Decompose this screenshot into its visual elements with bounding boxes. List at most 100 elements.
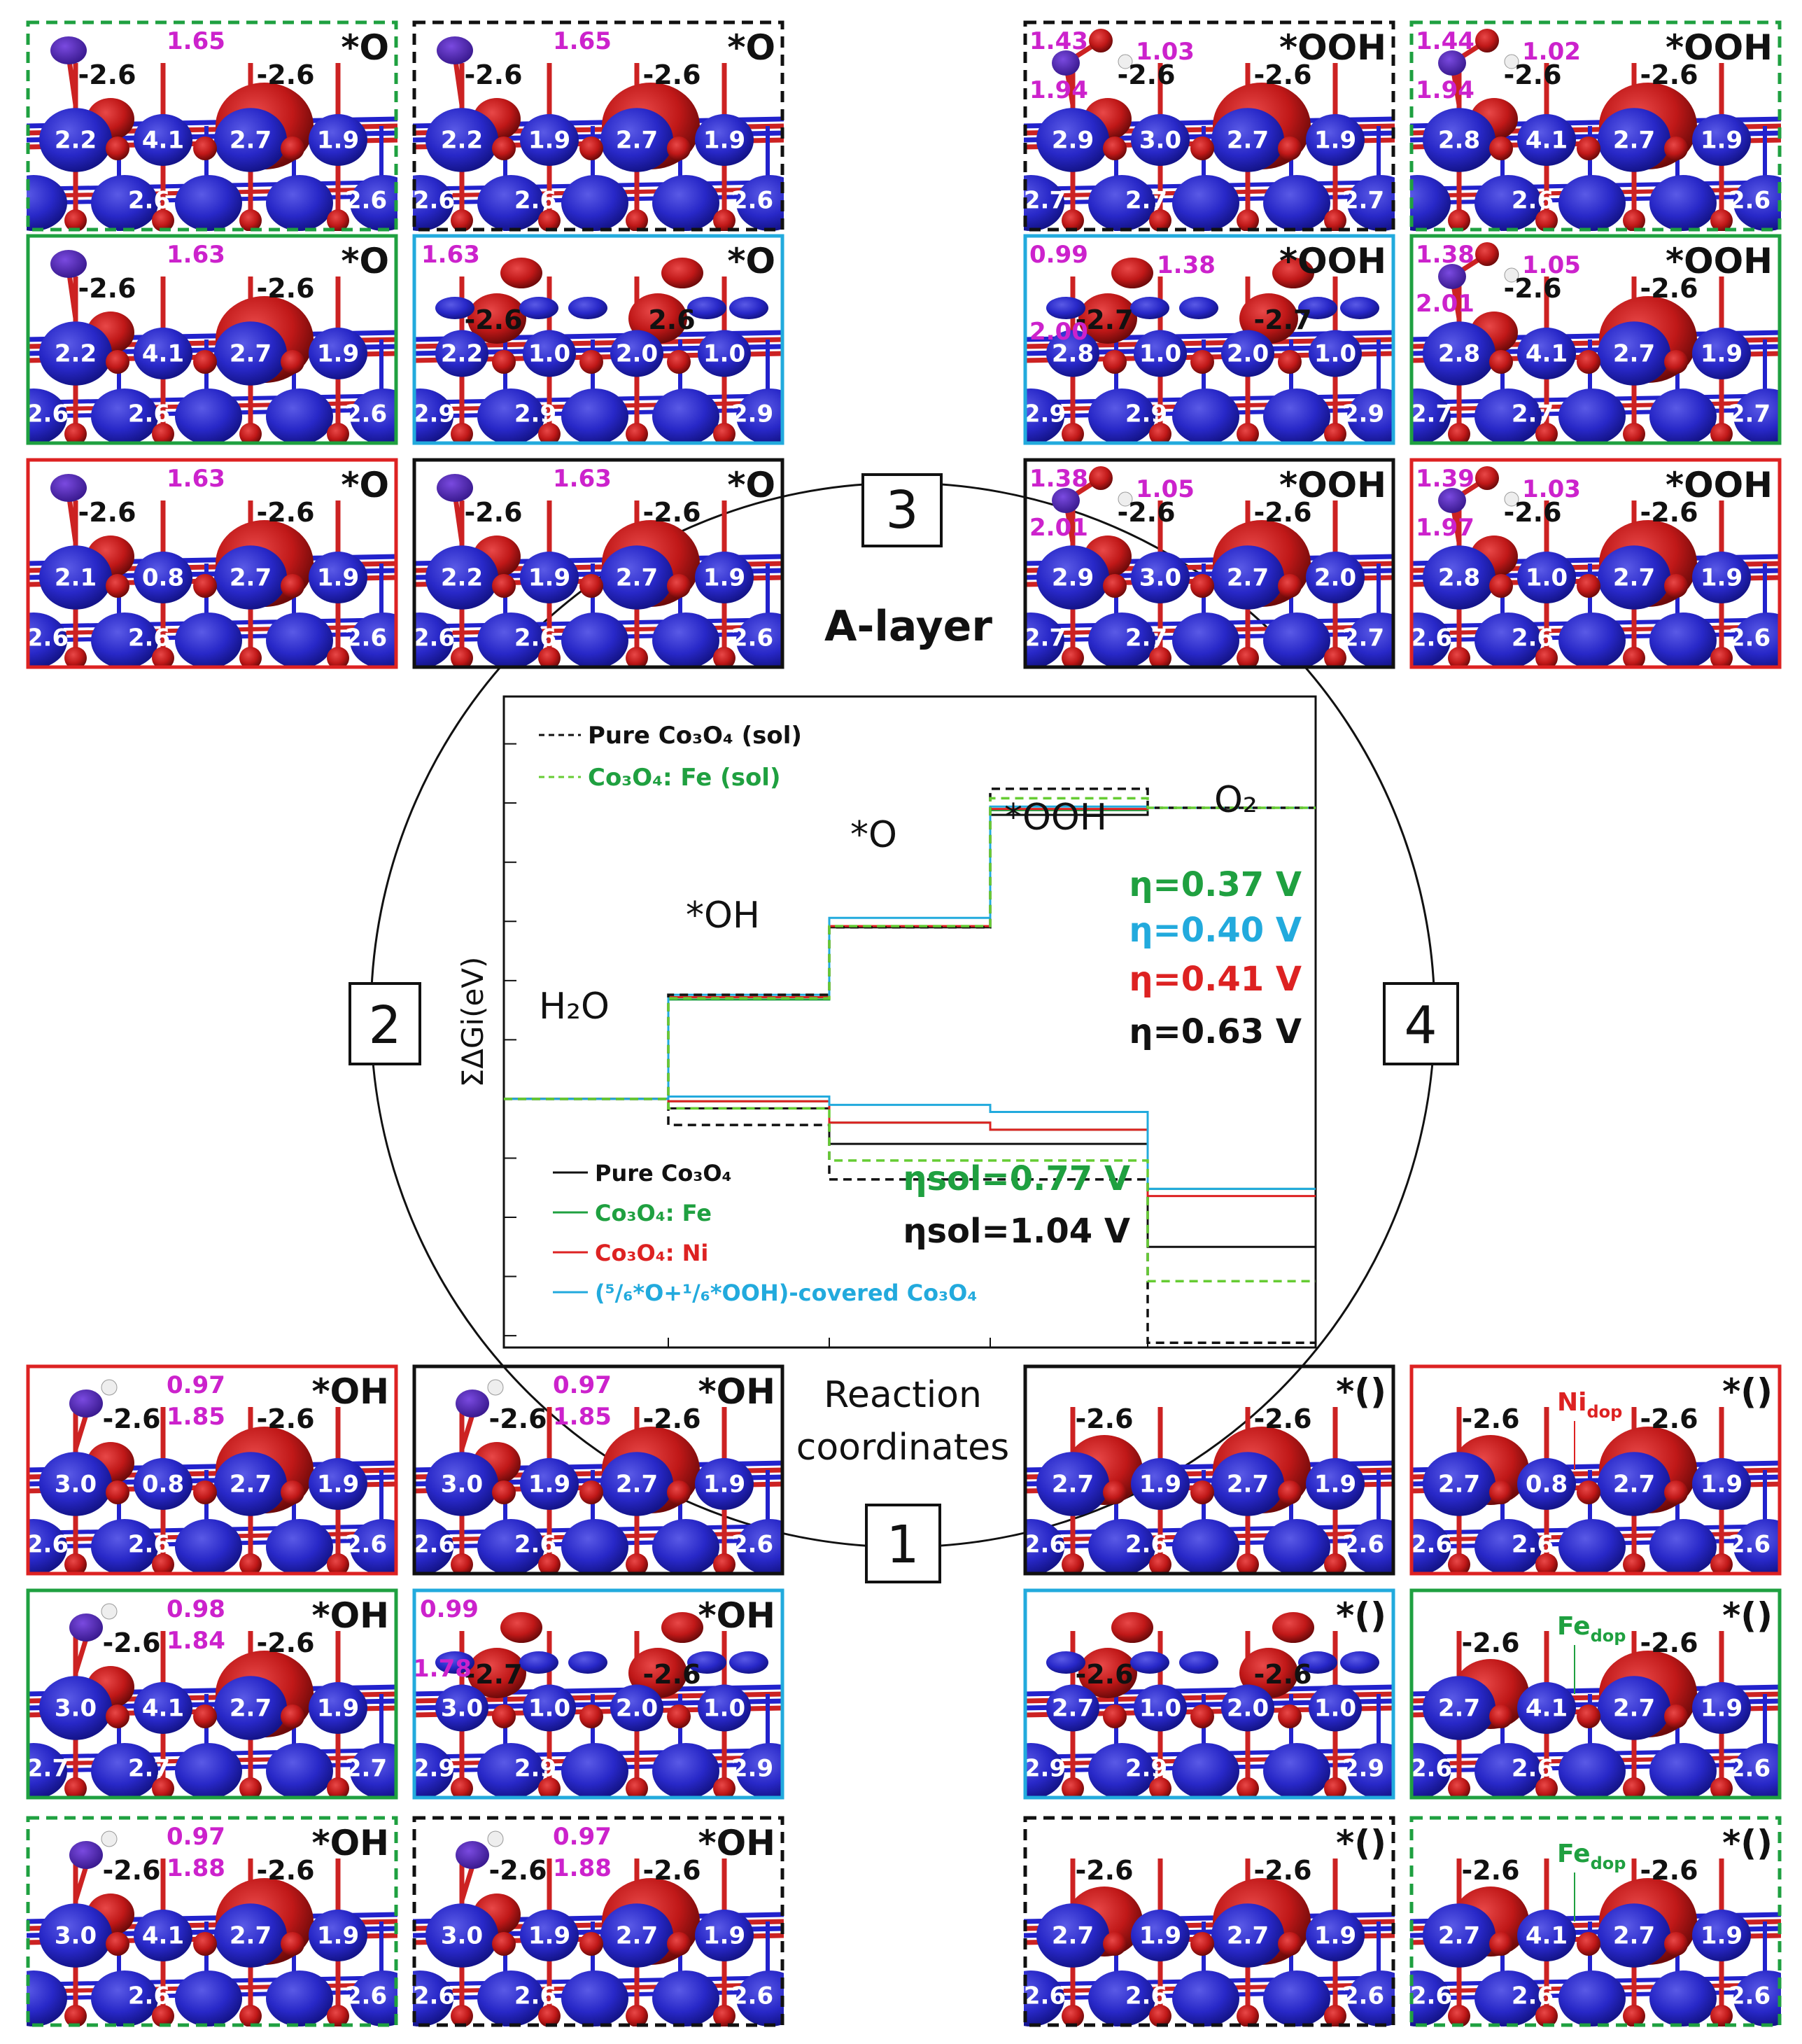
o-atom	[1324, 647, 1346, 668]
o-atom	[579, 1480, 603, 1504]
o-atom	[327, 1553, 349, 1575]
co-charge-label: 2.9	[1052, 127, 1094, 155]
co-atom-upper	[134, 1910, 192, 1961]
co-atom-upper	[695, 1458, 754, 1510]
co-charge-label: 2.7	[1227, 564, 1269, 592]
o-adsorbate	[50, 250, 87, 278]
o-atom	[1489, 1932, 1513, 1956]
o-atom	[1103, 1932, 1127, 1956]
oxygen-charge-label: -2.6	[642, 1404, 701, 1434]
co-charge-label: 2.0	[1227, 340, 1269, 368]
o-atom	[239, 1553, 262, 1575]
oxygen-charge-label: -2.6	[1640, 59, 1698, 90]
o-atom	[1237, 1553, 1259, 1575]
adsorbate-label: *()	[1722, 1595, 1773, 1636]
hydrogen-atom	[1504, 54, 1519, 69]
co-charge-label: 1.9	[317, 340, 359, 368]
co-atom-lower	[1649, 175, 1717, 231]
overpotential-ni: η=0.41 V	[1129, 960, 1302, 999]
o-atom	[64, 423, 87, 444]
co-atom-lower	[175, 388, 242, 444]
o-atom	[1103, 574, 1127, 598]
co-charge-label: 1.9	[1139, 1922, 1181, 1950]
panel-frame	[1023, 1364, 1395, 1576]
co-atom-upper	[1692, 1458, 1751, 1510]
o-atom	[1710, 1553, 1733, 1575]
o-atom	[1623, 2005, 1645, 2026]
co-atom-upper	[1306, 552, 1365, 603]
o-atom	[1623, 1553, 1645, 1575]
co-charge-label: 1.0	[1139, 1695, 1181, 1723]
a-layer-label: A-layer	[824, 602, 992, 651]
co-charge-label: 1.9	[317, 564, 359, 592]
co-atom-lower	[1263, 1970, 1330, 2026]
spin-lobe	[687, 297, 726, 319]
magnetic-moment-label: 1.65	[553, 27, 612, 55]
o-atom	[667, 350, 691, 374]
panel-frame	[1409, 1588, 1782, 1800]
co-charge-label: 1.9	[528, 564, 570, 592]
co-atom-lower	[266, 612, 333, 668]
co-atom-upper	[520, 1458, 579, 1510]
co-charge-label: 2.9	[1342, 1755, 1384, 1783]
co-charge-label: 2.7	[128, 1755, 170, 1783]
co-charge-label: 2.7	[230, 1922, 272, 1950]
co-charge-label: 2.7	[1227, 1922, 1269, 1950]
co-charge-label: 3.0	[55, 1695, 97, 1723]
co-atom-lower	[1172, 1743, 1239, 1799]
co-atom-upper	[214, 108, 287, 172]
bond-length-label: 1.78	[413, 1655, 472, 1683]
co-charge-label: 2.6	[345, 400, 387, 428]
co-atom-upper	[520, 1910, 579, 1961]
co-atom-lower	[1558, 1743, 1626, 1799]
co-charge-label: 3.0	[441, 1922, 483, 1950]
co-charge-label: 2.7	[230, 1695, 272, 1723]
ooh-oxygen	[1052, 488, 1080, 513]
co-atom-upper	[1598, 108, 1670, 172]
panel-frame	[412, 458, 784, 669]
co-atom-lower	[736, 1519, 784, 1575]
co-atom-upper	[214, 1452, 287, 1516]
state-label-h2o: H₂O	[539, 986, 610, 1028]
co-atom-upper	[1131, 114, 1190, 166]
magnetic-moment-label: 0.99	[420, 1595, 479, 1623]
co-charge-label: 2.9	[731, 400, 773, 428]
hydrogen-atom	[1118, 491, 1133, 507]
co-charge-label: 2.7	[27, 1755, 69, 1783]
oxygen-charge-label: -2.6	[1461, 1404, 1519, 1434]
co-atom-lower	[1410, 175, 1451, 231]
ooh-oxygen	[1438, 488, 1466, 513]
o-atom	[1448, 1777, 1470, 1799]
magnetic-moment-label: 0.97	[167, 1371, 225, 1399]
co-charge-label: 1.0	[703, 1695, 745, 1723]
spin-lobe	[1130, 1651, 1169, 1674]
panel-frame	[412, 20, 784, 232]
o-atom	[1535, 1777, 1558, 1799]
hydrogen-atom	[487, 1379, 504, 1396]
co-charge-label: 2.6	[128, 1531, 170, 1559]
co-atom-lower	[350, 175, 397, 231]
o-atom	[1278, 1932, 1302, 1956]
oxygen-charge-label: -2.6	[1253, 497, 1311, 528]
o-atom	[1577, 1480, 1600, 1504]
co-charge-label: 1.9	[1314, 1922, 1356, 1950]
o-atom	[1710, 647, 1733, 668]
o-atom	[1062, 1553, 1084, 1575]
dopant-label: Nidop	[1557, 1388, 1622, 1422]
co-atom-upper	[1517, 328, 1576, 379]
o-atom	[667, 136, 691, 160]
co-atom-lower	[1558, 1970, 1626, 2026]
spin-lobe	[1179, 297, 1218, 319]
ooh-oxygen	[1052, 50, 1080, 76]
co-atom-upper	[1692, 328, 1751, 379]
oxygen-charge-label: -2.6	[488, 1855, 547, 1886]
magnetic-moment-label: 1.03	[1136, 38, 1195, 66]
o-atom	[667, 1932, 691, 1956]
overpotential-fe: η=0.37 V	[1129, 865, 1302, 904]
co-atom-lower	[561, 175, 628, 231]
